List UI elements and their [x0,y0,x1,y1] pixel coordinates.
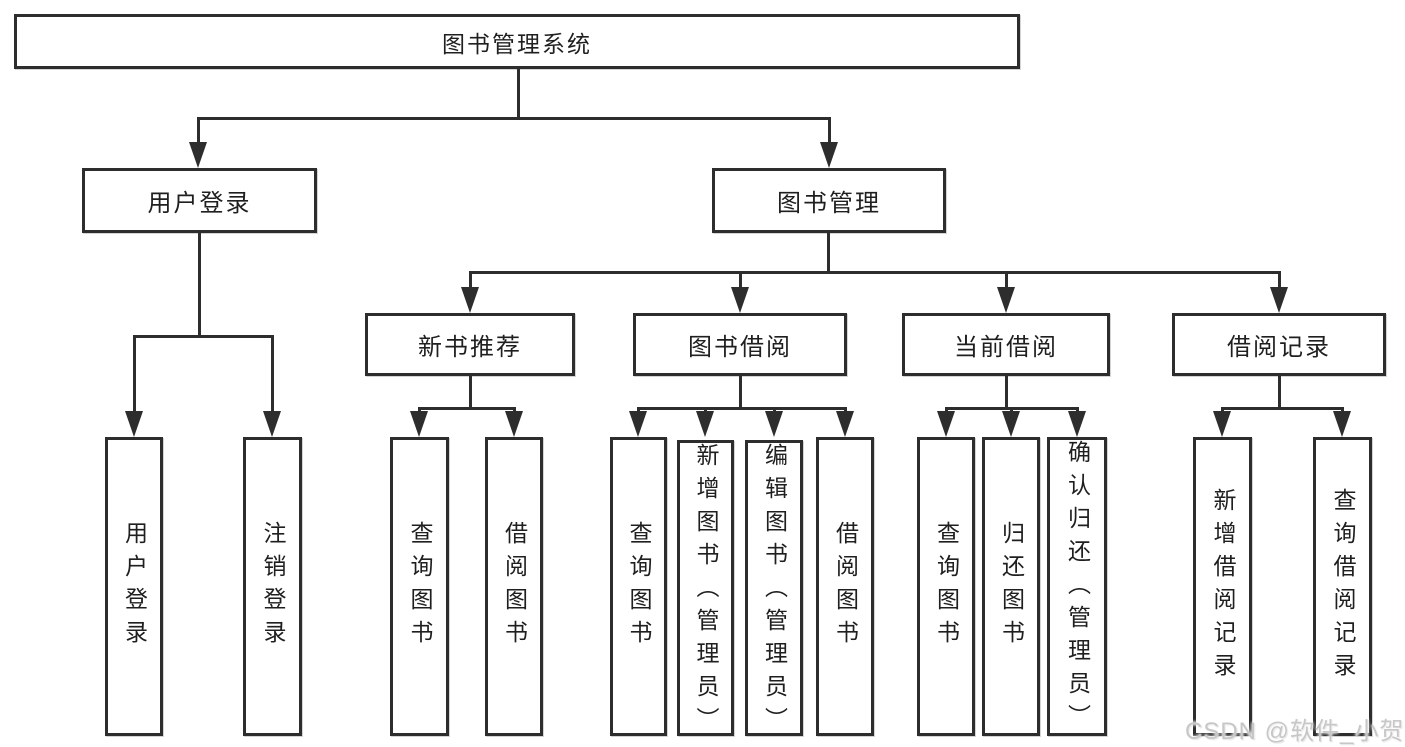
arrow-down [1270,287,1288,313]
watermark: CSDN @软件_小贺同学 [1185,718,1405,745]
connector-shaft [1005,271,1008,293]
connector-shaft [133,335,136,415]
node-user-login-action: 用户登录 [105,437,163,736]
connector-root-vline [517,68,520,118]
connector-hline [469,271,1281,274]
arrow-down [461,287,479,313]
arrow-down [1213,411,1231,437]
connector-root-shaft-left [197,117,200,147]
connector-root-hline [197,117,831,120]
node-new-book-recommend: 新书推荐 [365,313,575,376]
arrow-down [263,411,281,437]
node-label: 用户登录 [147,190,252,217]
node-label: 借阅记录 [1227,334,1331,361]
node-label: 图书借阅 [688,334,792,361]
node-label: 查询图书 [626,520,652,653]
connector-shaft [271,335,274,415]
node-label: 归还图书 [998,520,1025,653]
connector-vline [1278,376,1281,410]
node-label: 查询图书 [933,520,960,653]
node-label: 当前借阅 [954,334,1058,361]
connector-shaft [469,271,472,293]
node-user-login: 用户登录 [82,168,317,233]
node-records-query-record: 查询借阅记录 [1313,437,1372,736]
node-recommend-query-book: 查询图书 [390,437,449,736]
node-label: 借阅图书 [832,520,859,653]
arrow-down [997,287,1015,313]
connector-vline [1005,376,1008,410]
connector-vline [469,376,472,410]
node-borrowing-query-book: 查询图书 [610,437,667,736]
connector-hline [133,335,274,338]
connector-hline [637,407,846,410]
node-current-confirm-return-admin: 确认归还（管理员） [1047,437,1107,737]
connector-hline [418,407,516,410]
node-label: 图书管理系统 [442,30,592,57]
node-current-query-book: 查询图书 [917,437,975,736]
node-label: 注销登录 [260,520,286,653]
node-borrowing-add-book-admin: 新增图书（管理员） [677,440,734,740]
connector-vline [827,233,830,274]
arrow-down [1333,411,1351,437]
node-logout-action: 注销登录 [243,437,302,736]
node-label: 新增图书（管理员） [693,443,719,740]
connector-vline [739,376,742,410]
arrow-down [765,411,783,437]
arrow-down [629,411,647,437]
node-recommend-borrow-book: 借阅图书 [485,437,543,736]
node-records-add-record: 新增借阅记录 [1193,437,1252,736]
node-label: 新增借阅记录 [1210,487,1236,686]
connector-root-shaft-right [828,117,831,147]
node-label: 查询借阅记录 [1330,487,1356,686]
node-borrowing-records: 借阅记录 [1172,313,1386,376]
node-borrowing-edit-book-admin: 编辑图书（管理员） [745,440,803,740]
connector-shaft [1278,271,1281,293]
node-book-management: 图书管理 [712,168,946,233]
node-label: 借阅图书 [501,520,528,653]
arrow-down [820,142,838,168]
connector-vline [198,233,201,338]
arrow-down [836,411,854,437]
arrow-down [1068,411,1086,437]
node-library-system: 图书管理系统 [14,14,1020,69]
arrow-down [731,287,749,313]
node-label: 查询图书 [407,520,433,653]
node-book-borrowing: 图书借阅 [633,313,847,376]
node-label: 编辑图书（管理员） [761,443,788,740]
node-label: 确认归还（管理员） [1064,440,1091,737]
node-label: 新书推荐 [418,334,522,361]
node-borrowing-borrow-book: 借阅图书 [816,437,874,736]
arrow-down [410,411,428,437]
arrow-down [1002,411,1020,437]
arrow-down [125,411,143,437]
arrow-down [696,411,714,437]
arrow-down [937,411,955,437]
arrow-down [189,142,207,168]
connector-hline [1221,407,1344,410]
node-label: 图书管理 [777,190,881,217]
connector-shaft [739,271,742,293]
node-current-borrowing: 当前借阅 [902,313,1110,376]
node-current-return-book: 归还图书 [982,437,1040,736]
arrow-down [505,411,523,437]
node-label: 用户登录 [121,520,148,653]
